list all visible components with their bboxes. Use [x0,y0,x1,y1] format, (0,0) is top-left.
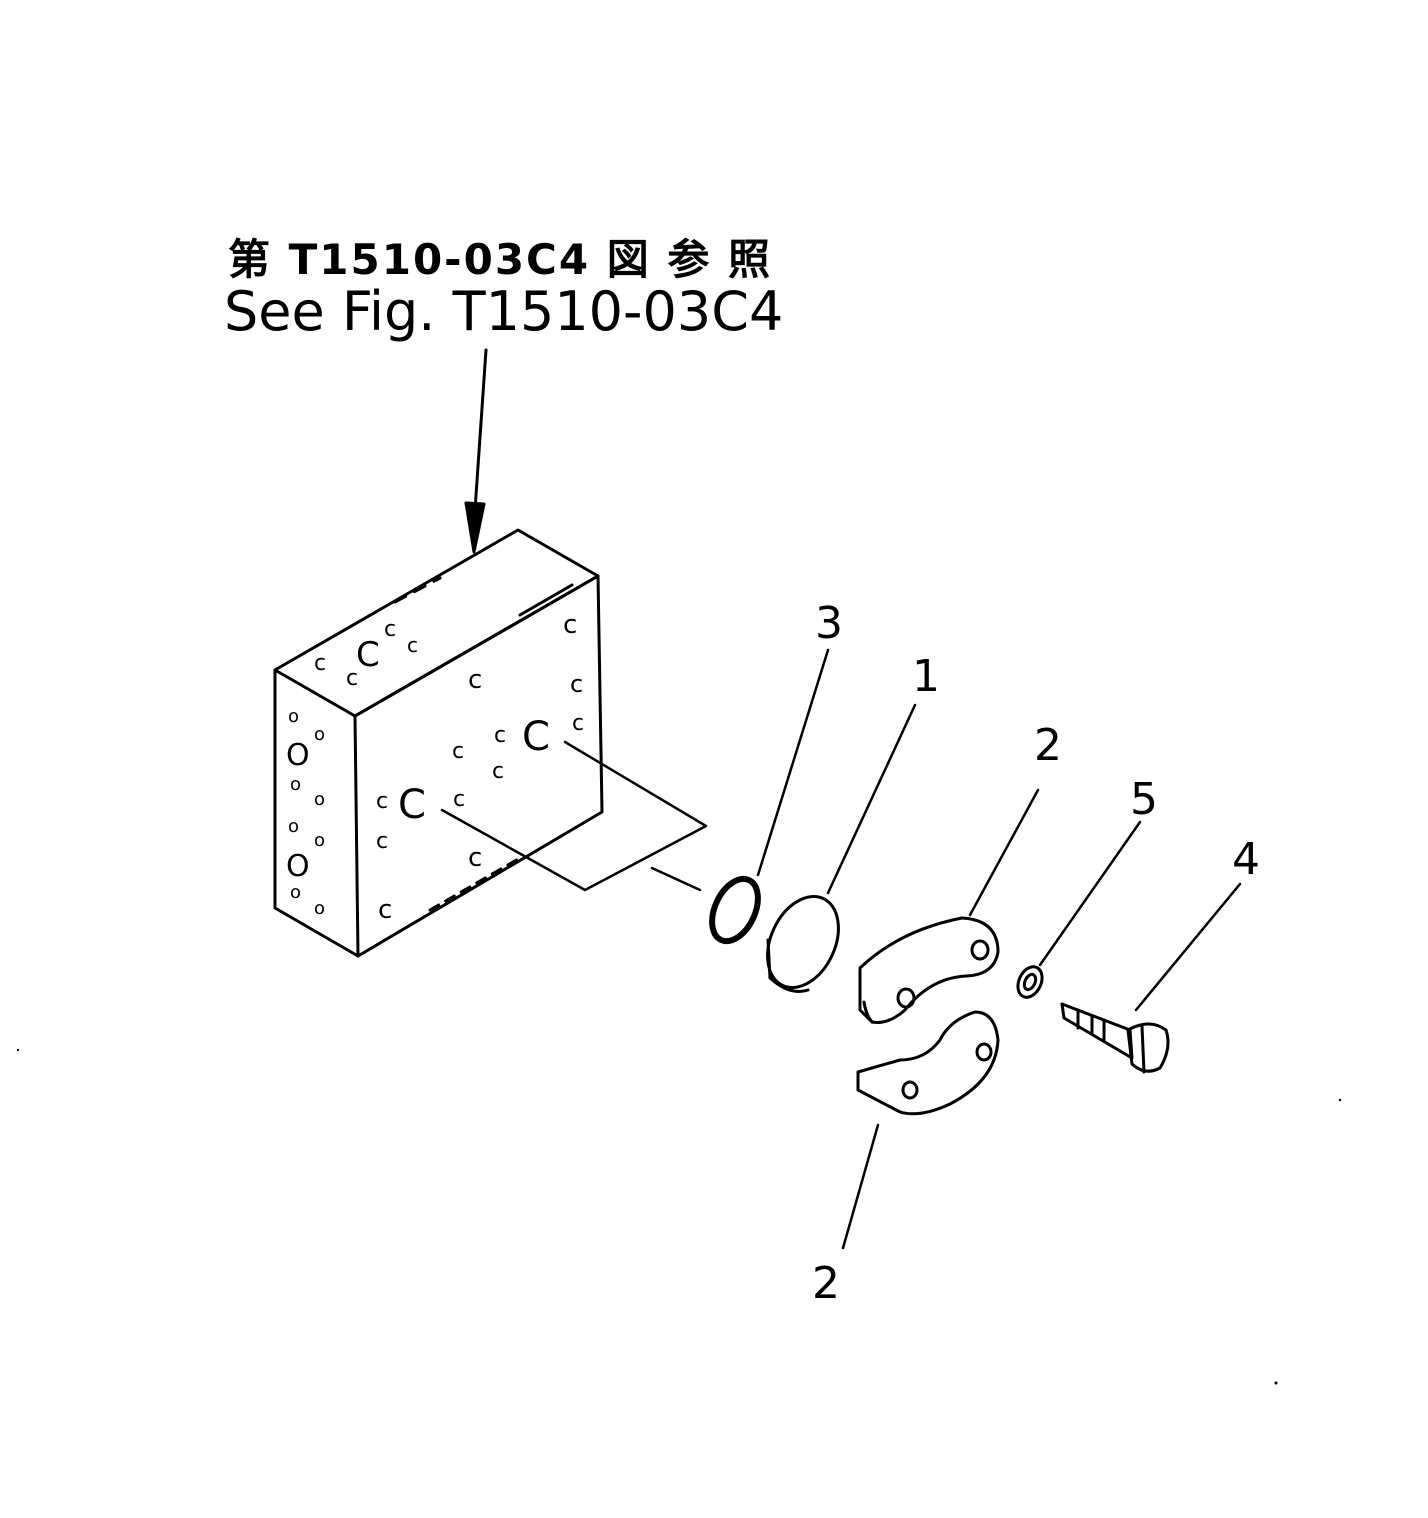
svg-text:C: C [356,635,380,675]
svg-text:C: C [398,782,426,828]
leader-line-2-bottom [841,1123,880,1250]
leader-lines [756,648,1242,1250]
svg-text:o: o [290,882,301,903]
reference-label-japanese: 第 T1510-03C4 図 参 照 [228,235,772,284]
svg-text:c: c [572,711,584,736]
svg-text:c: c [563,610,577,640]
callout-5: 5 [1130,774,1158,825]
svg-text:c: c [494,723,506,748]
svg-text:o: o [314,789,325,810]
o-ring-part [709,875,761,945]
svg-text:c: c [376,789,388,814]
callout-2-top: 2 [1034,720,1062,771]
svg-text:O: O [286,738,310,773]
svg-text:c: c [378,895,392,925]
svg-text:o: o [314,898,325,919]
svg-text:c: c [384,617,396,642]
svg-text:c: c [346,666,358,691]
washer-part [1016,965,1044,999]
svg-text:o: o [288,706,299,727]
svg-text:o: o [314,724,325,745]
leader-line-2-top [968,788,1040,917]
flange-half-bottom-part [856,1010,1000,1116]
callout-1: 1 [912,651,940,702]
svg-text:c: c [314,651,326,676]
reference-label-english: See Fig. T1510-03C4 [224,280,784,343]
leader-line-1 [826,703,917,895]
bolt-part [1060,1002,1170,1074]
svg-text:c: c [407,633,418,657]
svg-text:c: c [492,759,504,784]
callout-3: 3 [815,598,843,649]
svg-text:o: o [290,774,301,795]
reference-arrow [464,348,488,554]
scan-specks [16,1048,1342,1385]
valve-block: c c C c c c c c c c C c c c C c c c c o … [273,528,604,958]
leader-line-5 [1038,820,1142,967]
svg-text:c: c [570,670,583,698]
svg-text:o: o [288,816,299,837]
mounting-face-outline [440,740,708,892]
cover-part [766,894,840,993]
flange-half-top-part [858,916,1000,1024]
svg-text:c: c [452,739,464,764]
svg-text:o: o [314,830,325,851]
svg-text:C: C [522,714,550,760]
svg-text:O: O [286,849,310,884]
svg-text:c: c [468,843,482,873]
svg-text:c: c [376,829,388,854]
leader-line-4 [1134,882,1242,1012]
svg-text:c: c [453,787,465,812]
callout-4: 4 [1232,834,1260,885]
callout-2-bottom: 2 [812,1258,840,1309]
leader-line-3 [756,648,830,877]
svg-text:c: c [468,665,482,695]
